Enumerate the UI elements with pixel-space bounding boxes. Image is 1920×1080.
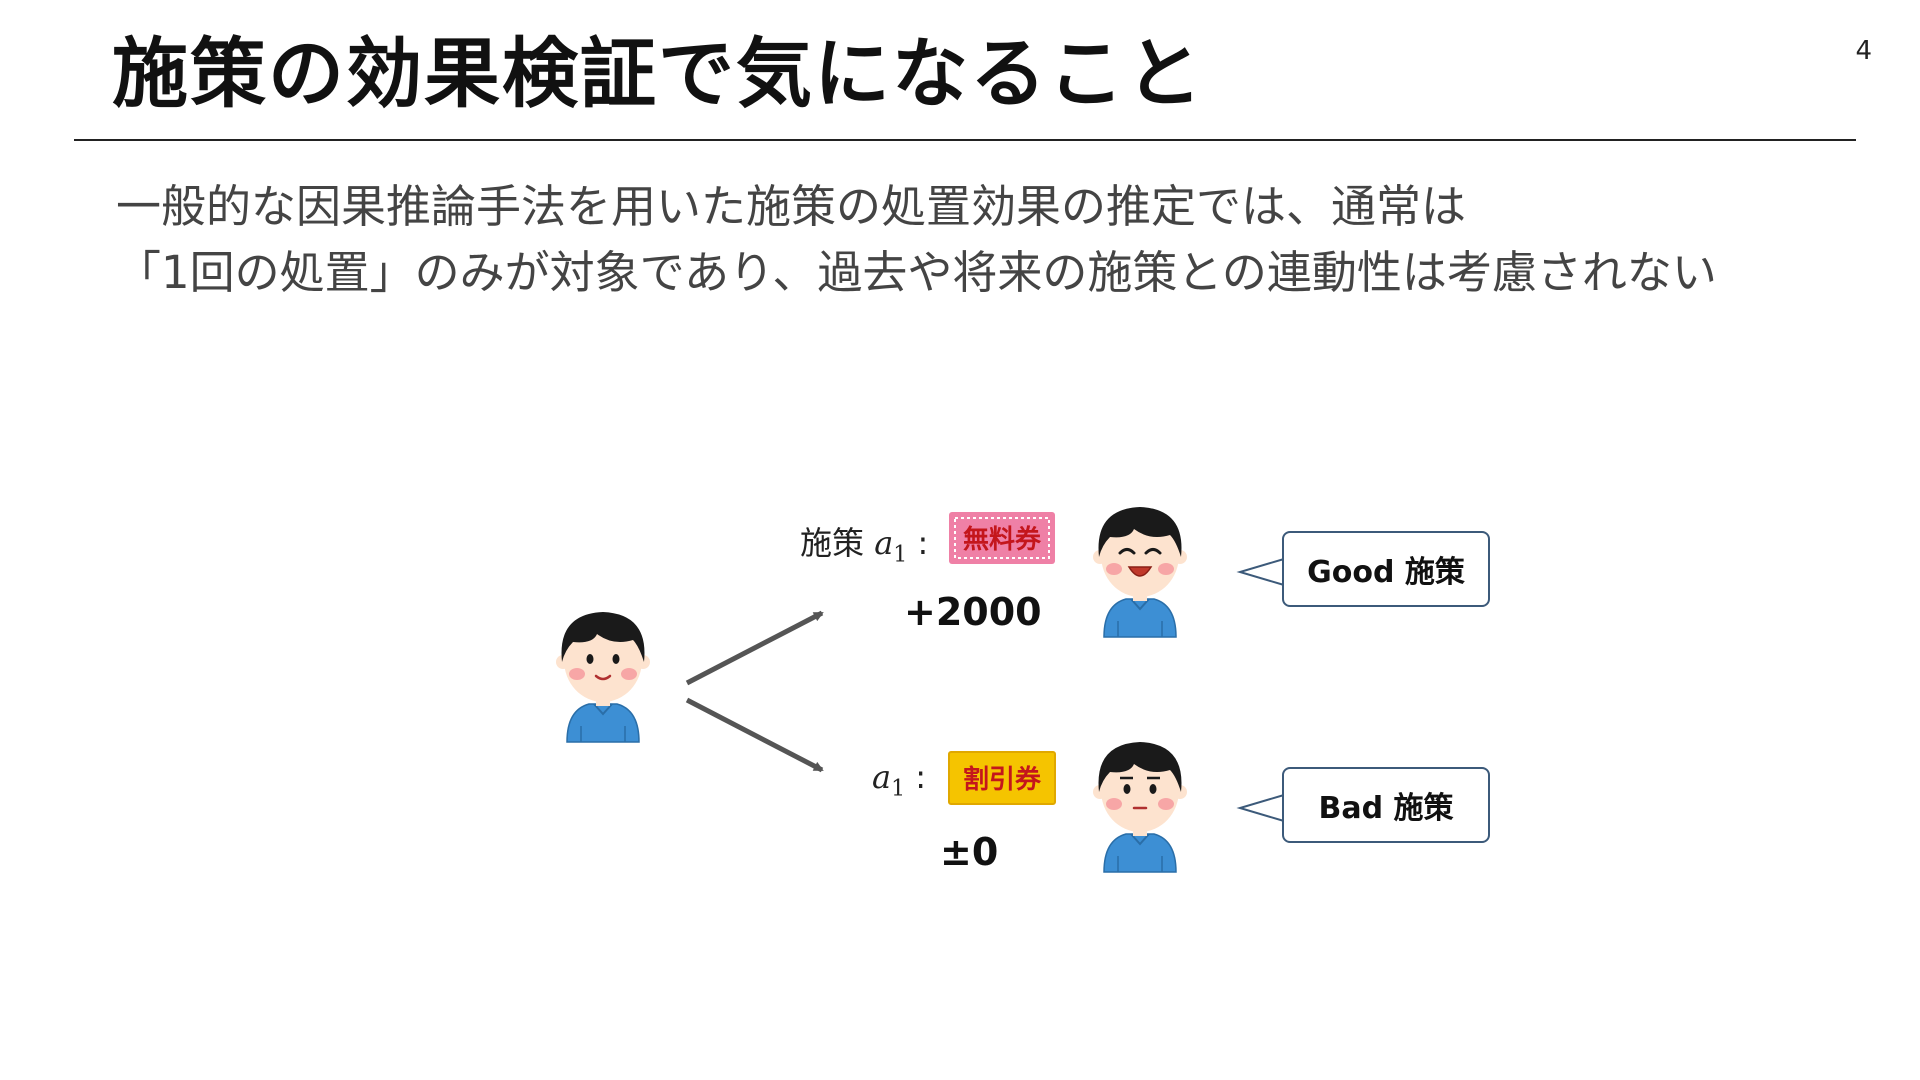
slide-title: 施策の効果検証で気になること [112,29,1204,118]
free-coupon-icon [949,512,1055,564]
callout-good-text: Good 施策 [1282,531,1490,607]
discount-coupon-icon [948,751,1056,805]
discount-coupon-text: 割引券 [963,764,1042,795]
top-branch-value: +2000 [904,590,1042,634]
free-coupon-text: 無料券 [963,525,1042,555]
arrow-icon-up [685,610,824,686]
bottom-branch-sub: 1 [891,776,906,802]
top-branch-var: a1 [874,524,908,568]
body-line-1: 一般的な因果推論手法を用いた施策の処置効果の推定では、通常は [116,180,1467,233]
top-branch-label: 施策 a1 : [800,518,928,567]
callout-bad-text: Bad 施策 [1282,767,1490,843]
top-branch-colon: : [917,524,929,562]
neutral-person-icon [1092,741,1188,873]
arrow-icon-down [685,697,824,773]
bottom-branch-label: a1 : [872,758,926,801]
person-icon [555,611,651,743]
bottom-branch-colon: : [915,758,927,796]
callout-pointer-good [1236,558,1285,586]
title-divider [74,139,1856,141]
body-text: 一般的な因果推論手法を用いた施策の処置効果の推定では、通常は 「1回の処置」のみ… [116,174,1717,306]
top-branch-sub: 1 [893,542,908,568]
bottom-branch-value: ±0 [940,830,999,874]
bottom-branch-var: a1 [872,758,906,802]
callout-pointer-bad [1236,794,1285,822]
top-branch-prefix: 施策 [800,524,865,562]
happy-person-icon [1092,506,1188,638]
page-number: 4 [1855,36,1872,66]
body-line-2: 「1回の処置」のみが対象であり、過去や将来の施策との連動性は考慮されない [116,246,1717,299]
